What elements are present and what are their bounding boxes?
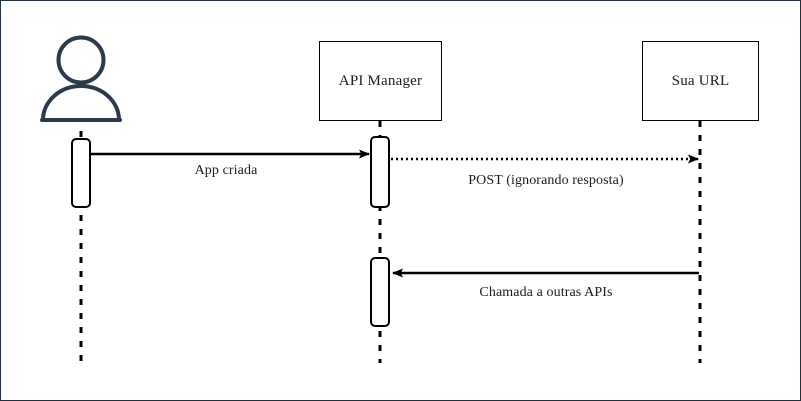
activation-bar-actor	[71, 138, 91, 208]
message-label-post: POST (ignorando resposta)	[468, 173, 624, 188]
participant-label-api-manager: API Manager	[338, 72, 423, 89]
participant-label-sua-url: Sua URL	[671, 72, 730, 89]
activation-bar-api-manager-2	[370, 257, 390, 327]
participant-box-sua-url[interactable]: Sua URL	[642, 41, 759, 121]
participant-box-api-manager[interactable]: API Manager	[319, 41, 442, 121]
message-label-chamada-apis: Chamada a outras APIs	[479, 285, 613, 300]
message-label-app-criada: App criada	[194, 163, 258, 178]
activation-bar-api-manager-1	[370, 136, 390, 208]
user-actor-icon	[40, 35, 122, 122]
